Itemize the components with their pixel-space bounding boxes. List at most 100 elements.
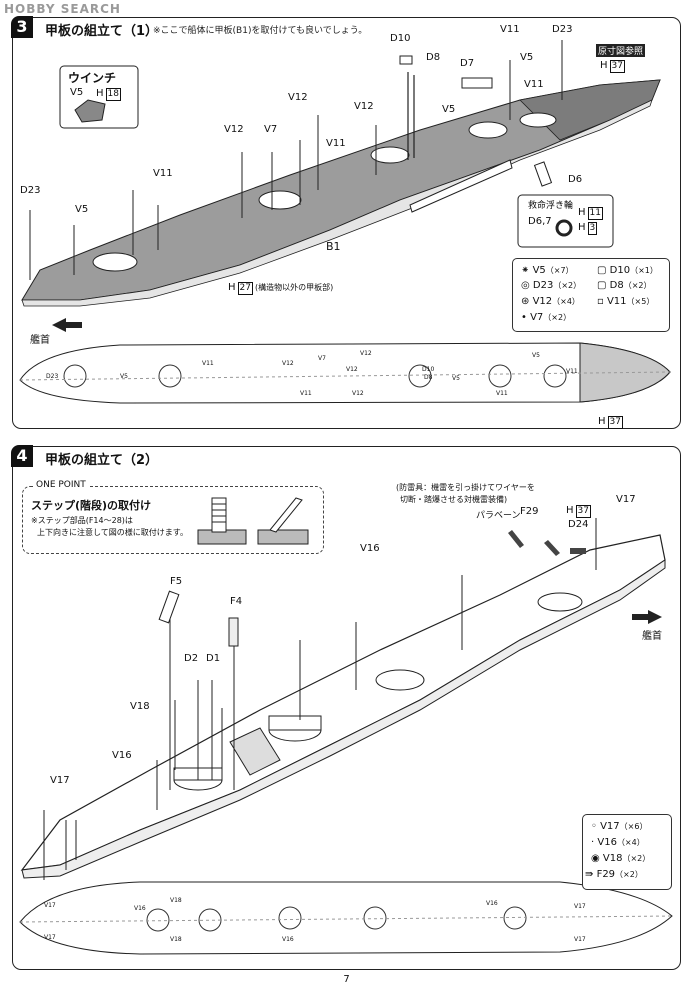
reference-label: 原寸図参照 <box>596 44 646 57</box>
watermark: HOBBY SEARCH <box>4 2 121 16</box>
plan3-v5-c: V5 <box>532 352 540 359</box>
plan4-v16-b: V16 <box>282 936 294 943</box>
legend4-f29: ⇛ F29（×2） <box>585 869 643 880</box>
plan4-v17-a: V17 <box>44 902 56 909</box>
paravane-note-1: (防雷具：機雷を引っ掛けてワイヤーを <box>396 483 535 492</box>
onepoint-note-1: ※ステップ部品(F14〜28)は <box>31 516 133 525</box>
callout-v16-a: V16 <box>360 543 380 554</box>
step3-deck-3d <box>21 40 661 307</box>
callout-d6: D6 <box>568 174 583 185</box>
legend4-v17: ◦ V17（×6） <box>591 821 648 832</box>
onepoint-note-2: 上下向きに注意して図の様に取付けます。 <box>37 528 188 537</box>
plan4-v16-c: V16 <box>486 900 498 907</box>
callout-v5-a: V5 <box>520 52 534 63</box>
plan4-v18-b: V18 <box>170 936 182 943</box>
onepoint-title: ステップ(階段)の取付け <box>31 499 152 512</box>
plan3-v12-d: V12 <box>360 350 372 357</box>
plan3-v12-b: V12 <box>346 366 358 373</box>
step3-number: 3 <box>11 16 33 38</box>
winch-v5: V5 <box>70 87 84 98</box>
plan3-v11-b: V11 <box>300 390 312 397</box>
step3-bow-label: 艦首 <box>30 335 50 346</box>
plan3-v5-b: V5 <box>452 375 460 382</box>
step4-bow-label: 艦首 <box>642 631 662 642</box>
callout-d2: D2 <box>184 653 199 664</box>
legend3-v7: • V7（×2） <box>521 312 572 323</box>
callout-f29: F29 <box>520 506 539 517</box>
step4-legend: ◦ V17（×6） · V16（×4） ◉ V18（×2） ⇛ F29（×2） <box>582 814 672 890</box>
callout-v7: V7 <box>264 124 278 135</box>
callout-v11-c: V11 <box>326 138 346 149</box>
callout-v18: V18 <box>130 701 150 712</box>
step4-deck-plan <box>19 881 673 955</box>
callout-d23-b: D23 <box>20 185 41 196</box>
deck-b1-label: B1 <box>326 240 341 253</box>
onepoint-box: ONE POINT ステップ(階段)の取付け ※ステップ部品(F14〜28)は … <box>22 480 324 554</box>
step3-deck-plan <box>19 342 671 404</box>
legend3-v12: ⊛ V12（×4） <box>521 296 580 307</box>
callout-v17-b: V17 <box>50 775 70 786</box>
legend3-v11: ▫ V11（×5） <box>597 296 655 307</box>
callout-d24: D24 <box>568 519 589 530</box>
paravane-note-2: 切断・踏爆させる対機雷装備) <box>400 495 508 504</box>
plan3-d10: D10 <box>422 366 435 373</box>
callout-v5-c: V5 <box>75 204 89 215</box>
winch-box <box>59 65 139 129</box>
callout-v11-b: V11 <box>524 79 544 90</box>
callout-d7: D7 <box>460 58 475 69</box>
legend4-v16: · V16（×4） <box>591 837 645 848</box>
onepoint-label: ONE POINT <box>33 480 89 490</box>
step4-number: 4 <box>11 445 33 467</box>
callout-d10: D10 <box>390 33 411 44</box>
plan4-v18-a: V18 <box>170 897 182 904</box>
plan3-v11-a: V11 <box>202 360 214 367</box>
legend3-v5: ⁕ V5（×7） <box>521 265 574 276</box>
plan4-v17-b: V17 <box>44 934 56 941</box>
callout-f5: F5 <box>170 576 183 587</box>
legend3-d10: ▢ D10（×1） <box>597 265 658 276</box>
callout-v11-d: V11 <box>153 168 173 179</box>
plan3-d23: D23 <box>46 373 59 380</box>
onepoint-step-illustration <box>197 497 309 545</box>
callout-v11-a: V11 <box>500 24 520 35</box>
page-number: 7 <box>343 974 350 985</box>
step4-title: 甲板の組立て（2） <box>45 453 159 468</box>
plan4-v16-a: V16 <box>134 905 146 912</box>
callout-v5-b: V5 <box>442 104 456 115</box>
legend4-v18: ◉ V18（×2） <box>591 853 651 864</box>
callout-v16-b: V16 <box>112 750 132 761</box>
plan4-v17-d: V17 <box>574 936 586 943</box>
legend3-d8: ▢ D8（×2） <box>597 280 652 291</box>
plan3-v12-c: V12 <box>352 390 364 397</box>
step4-bow-arrow <box>632 610 662 624</box>
step3-note: ※ここで船体に甲板(B1)を取付けても良いでしょう。 <box>153 26 368 36</box>
lifebuoy-parts: D6,7 <box>528 216 552 227</box>
plan3-v11-c: V11 <box>496 390 508 397</box>
plan3-v12-a: V12 <box>282 360 294 367</box>
callout-v17-a: V17 <box>616 494 636 505</box>
callout-f4: F4 <box>230 596 243 607</box>
callout-v12-a: V12 <box>288 92 308 103</box>
callout-d1: D1 <box>206 653 221 664</box>
callout-v12-b: V12 <box>354 101 374 112</box>
plan3-v5: V5 <box>120 373 128 380</box>
winch-label: ウインチ <box>68 71 117 85</box>
plan3-v7: V7 <box>318 355 326 362</box>
step3-legend: ⁕ V5（×7） ▢ D10（×1） ◎ D23（×2） ▢ D8（×2） ⊛ … <box>512 258 670 332</box>
step3-bow-arrow <box>52 318 82 332</box>
plan3-d8: D8 <box>424 374 433 381</box>
callout-v12-c: V12 <box>224 124 244 135</box>
legend3-d23: ◎ D23（×2） <box>521 280 582 291</box>
callout-d8: D8 <box>426 52 441 63</box>
plan4-v17-c: V17 <box>574 903 586 910</box>
step4-deck-3d <box>20 518 666 880</box>
callout-d23-a: D23 <box>552 24 573 35</box>
